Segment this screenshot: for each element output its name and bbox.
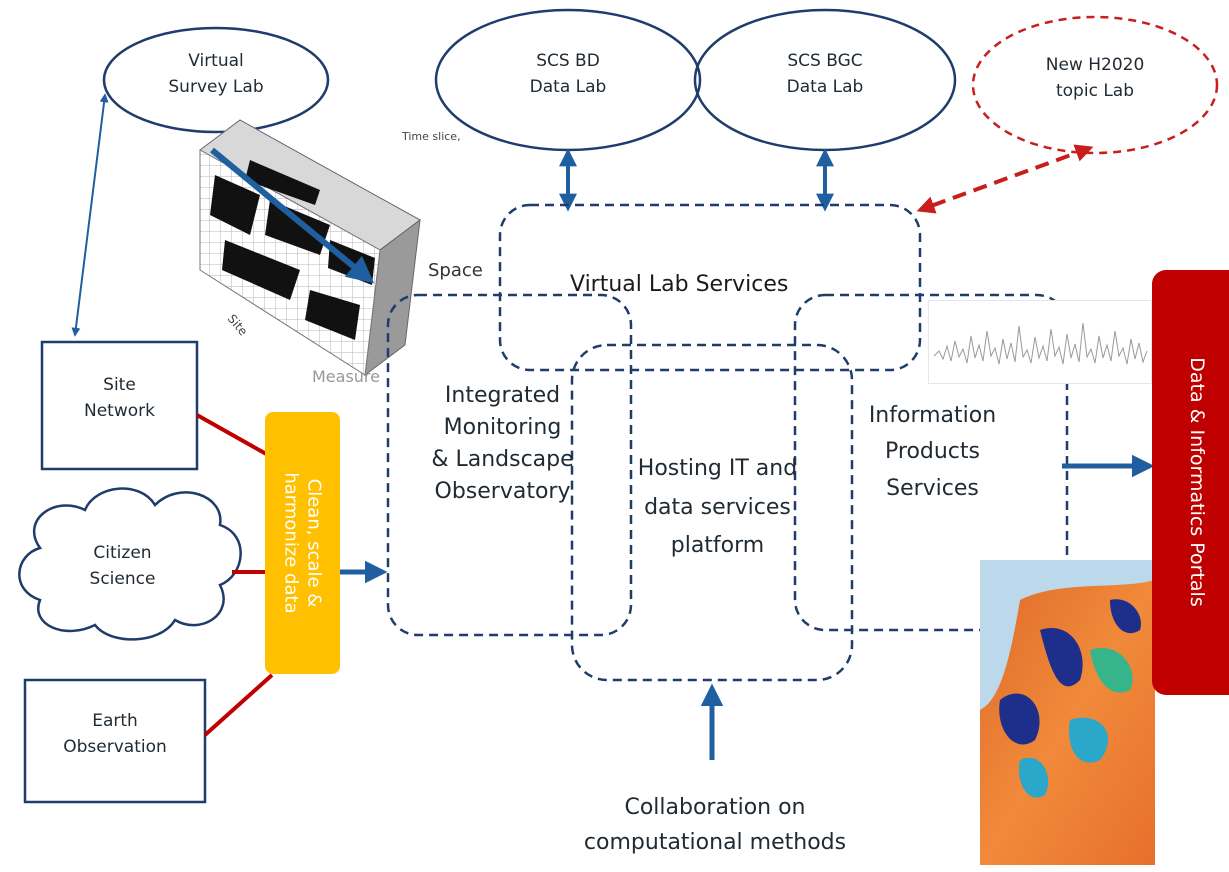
earth-observation-line-1: Earth	[92, 711, 138, 731]
virtual-survey-lab-label: Virtual Survey Lab	[136, 48, 296, 101]
time-series-thumbnail	[928, 300, 1152, 384]
collaboration-line-2: computational methods	[583, 830, 847, 856]
data-informatics-portal-bar: Data & Informatics Portals	[1152, 270, 1229, 695]
site-network-line-1: Site	[103, 375, 136, 395]
integrated-monitoring-label: Integrated Monitoring & Landscape Observ…	[395, 380, 610, 508]
integrated-monitoring-box	[386, 293, 633, 637]
information-line-2: Products	[885, 439, 980, 465]
integrated-line-4: Observatory	[434, 478, 571, 504]
scs-bgc-line-1: SCS BGC	[787, 51, 863, 71]
hosting-line-1: Hosting IT and	[637, 456, 798, 481]
citizen-science-line-2: Science	[89, 569, 156, 590]
h2020-arrow	[916, 144, 1094, 214]
site-network-box	[40, 340, 199, 471]
clean-harmonize-bar: Clean, scale & harmonize data	[265, 412, 340, 674]
new-h2020-lab-label: New H2020 topic Lab	[1015, 52, 1175, 105]
earth-to-clean-connector	[203, 673, 274, 737]
collaboration-line-1: Collaboration on	[624, 795, 806, 820]
europe-map-graphic	[980, 560, 1155, 865]
integrated-line-3: & Landscape	[431, 446, 574, 472]
cube-space-label: Space	[428, 260, 483, 281]
clean-line-1: Clean, scale &	[303, 478, 325, 608]
information-products-box	[793, 293, 1069, 632]
site-network-line-2: Network	[84, 401, 155, 422]
site-network-label: Site Network	[42, 372, 197, 425]
new-h2020-line-2: topic Lab	[1055, 81, 1134, 102]
citizen-science-line-1: Citizen	[93, 543, 152, 563]
virtual-survey-line-1: Virtual	[188, 51, 244, 71]
hosting-platform-box	[570, 343, 854, 682]
hosting-platform-label: Hosting IT and data services platform	[605, 450, 830, 566]
citizen-science-cloud	[18, 487, 242, 641]
portal-label: Data & Informatics Portals	[1186, 357, 1208, 607]
clean-harmonize-label: Clean, scale & harmonize data	[280, 472, 325, 613]
virtual-lab-services-box	[498, 203, 922, 372]
scs-bd-line-2: Data Lab	[529, 77, 607, 98]
cube-measure-label: Measure	[312, 367, 380, 386]
time-series-graphic	[933, 322, 1148, 365]
scs-bd-line-1: SCS BD	[536, 51, 600, 71]
data-cube-graphic	[199, 119, 421, 377]
integrated-line-1: Integrated	[444, 383, 561, 408]
scs-bd-lab-label: SCS BD Data Lab	[488, 48, 648, 101]
information-line-3: Services	[886, 475, 979, 501]
hosting-line-2: data services	[644, 494, 791, 520]
virtual-survey-lab-ellipse	[102, 26, 330, 134]
collaboration-label: Collaboration on computational methods	[560, 790, 870, 860]
virtual-lab-services-label: Virtual Lab Services	[570, 272, 789, 297]
information-line-1: Information	[868, 403, 997, 428]
earth-observation-label: Earth Observation	[25, 708, 205, 761]
citizen-science-label: Citizen Science	[40, 540, 205, 593]
cube-time-slice-label: Time slice,	[402, 130, 461, 143]
survey-site-arrow	[71, 93, 109, 337]
hosting-line-3: platform	[670, 533, 765, 558]
europe-map-thumbnail	[980, 560, 1155, 865]
scs-bgc-line-2: Data Lab	[786, 77, 864, 98]
virtual-survey-line-2: Survey Lab	[168, 77, 264, 98]
integrated-line-2: Monitoring	[443, 414, 562, 440]
earth-observation-box	[23, 678, 207, 804]
scs-bgc-lab-label: SCS BGC Data Lab	[745, 48, 905, 101]
site-to-clean-connector	[196, 413, 269, 457]
earth-observation-line-2: Observation	[63, 737, 167, 758]
clean-line-2: harmonize data	[281, 472, 302, 614]
new-h2020-lab-ellipse	[971, 15, 1219, 155]
information-products-label: Information Products Services	[840, 398, 1025, 507]
new-h2020-line-1: New H2020	[1045, 55, 1145, 75]
